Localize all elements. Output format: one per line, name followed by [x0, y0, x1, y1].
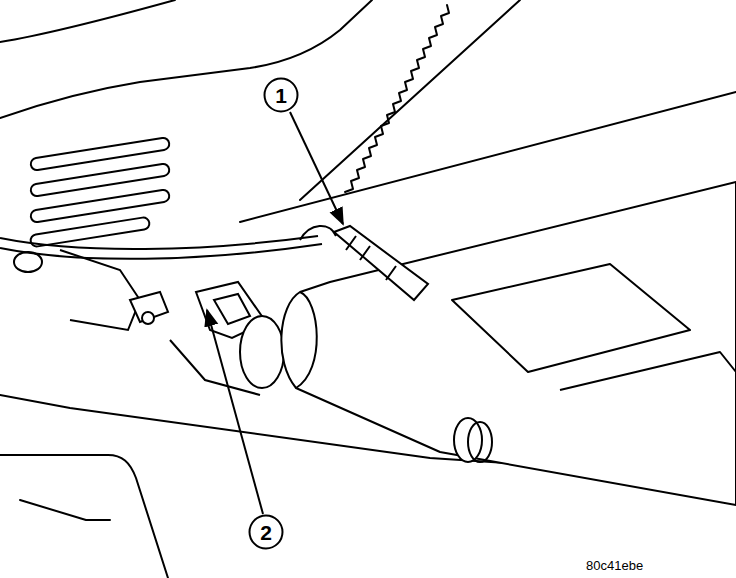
sensor-wire	[0, 244, 322, 259]
seam-line	[345, 5, 449, 192]
floor-line	[20, 500, 110, 520]
vent-slot	[30, 217, 150, 248]
wire-loop	[300, 226, 336, 240]
hardware	[14, 250, 266, 395]
sensor-ring	[346, 236, 396, 280]
outlet-ring	[468, 422, 492, 462]
sensor-wire	[0, 236, 318, 249]
catalytic-converter	[240, 182, 736, 505]
callout-circle: 1	[263, 77, 299, 113]
oxygen-sensor	[0, 226, 428, 300]
leader-arrow	[290, 112, 343, 224]
callout-ring	[250, 516, 283, 549]
leader-lines	[207, 112, 343, 514]
connector-body	[14, 252, 42, 272]
leader-arrow	[207, 310, 263, 514]
bracket-hole	[214, 294, 250, 324]
callout-number: 2	[260, 522, 272, 543]
hose	[60, 250, 140, 330]
tunnel-edge	[300, 0, 520, 200]
vent-slots	[30, 137, 170, 247]
shell-panel	[560, 352, 736, 390]
vent-slot	[30, 189, 170, 223]
floor-line	[0, 455, 168, 578]
floor-line	[0, 0, 372, 118]
figure-code: 80c41ebe	[586, 558, 643, 573]
shell-end	[296, 292, 317, 388]
bolt	[142, 312, 154, 324]
callout-circle: 2	[248, 514, 284, 550]
callout-ring	[265, 79, 298, 112]
converter-shell	[281, 182, 736, 505]
shell-panel	[452, 264, 690, 372]
sensor-body	[334, 226, 428, 300]
callout-number: 1	[275, 85, 287, 106]
floor-line	[0, 0, 175, 42]
inlet-flange	[240, 316, 284, 388]
